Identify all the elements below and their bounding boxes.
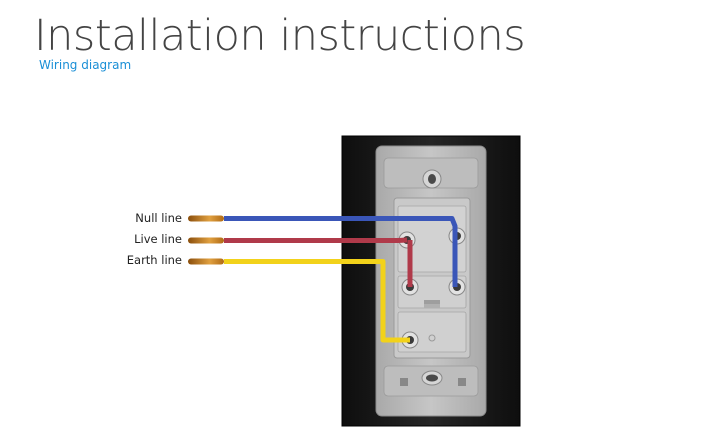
page-subtitle: Wiring diagram (39, 58, 132, 72)
live-wire (224, 237, 413, 287)
socket-body (375, 145, 487, 417)
null-line-label: Null line (135, 211, 182, 225)
copper-ends (188, 215, 224, 265)
earth-line-label: Earth line (126, 253, 182, 267)
null-wire (224, 216, 458, 287)
page-title: Installation instructions (34, 11, 526, 61)
live-line-label: Live line (134, 232, 182, 246)
earth-wire (224, 259, 410, 343)
